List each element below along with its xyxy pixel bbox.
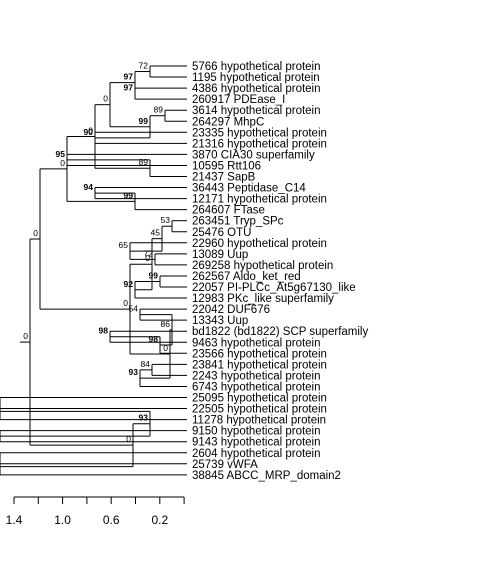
leaf-label: 11278 hypothetical protein bbox=[192, 415, 326, 427]
bootstrap-value: 86 bbox=[161, 319, 171, 329]
bootstrap-value: 65 bbox=[119, 240, 129, 250]
leaf-label: 2243 hypothetical protein bbox=[192, 370, 321, 382]
leaf-label: 25095 hypothetical protein bbox=[192, 393, 327, 405]
leaf-label: 23841 hypothetical protein bbox=[192, 359, 327, 371]
bootstrap-value: 99 bbox=[149, 270, 159, 280]
bootstrap-value: 0 bbox=[163, 343, 168, 353]
leaf-label: 13089 Uup bbox=[192, 249, 248, 261]
bootstrap-value: 0 bbox=[23, 331, 28, 341]
leaf-label: 264607 FTase bbox=[192, 205, 265, 217]
leaf-label: 12983 PKc_like superfamily bbox=[192, 293, 334, 305]
leaf-label: 38845 ABCC_MRP_domain2 bbox=[192, 470, 341, 482]
leaf-label: 4386 hypothetical protein bbox=[192, 83, 321, 95]
bootstrap-values: 7297978990990958909499053726545999205498… bbox=[0, 61, 170, 466]
tree-branches bbox=[0, 65, 187, 476]
bootstrap-value: 94 bbox=[84, 182, 94, 192]
bootstrap-value: 98 bbox=[99, 326, 109, 336]
leaf-label: 22505 hypothetical protein bbox=[192, 404, 327, 416]
bootstrap-value: 0 bbox=[145, 253, 150, 263]
bootstrap-value: 84 bbox=[141, 359, 151, 369]
leaf-label: 3870 CIA30 superfamily bbox=[192, 149, 315, 161]
axis-tick-label: 1.4 bbox=[6, 513, 23, 527]
bootstrap-value: 93 bbox=[129, 367, 139, 377]
bootstrap-value: 92 bbox=[124, 279, 134, 289]
leaf-label: 2604 hypothetical protein bbox=[192, 448, 321, 460]
bootstrap-value: 45 bbox=[151, 228, 161, 238]
leaf-label: 22042 DUF676 bbox=[192, 304, 270, 316]
bootstrap-value: 0 bbox=[126, 434, 131, 444]
leaf-label: 9143 hypothetical protein bbox=[192, 437, 321, 449]
scale-axis: 1.4 1.0 0.6 0.2 bbox=[6, 496, 185, 527]
bootstrap-value: 54 bbox=[129, 304, 139, 314]
leaf-label: 21437 SapB bbox=[192, 172, 256, 184]
bootstrap-value: 0 bbox=[33, 228, 38, 238]
leaf-label: 9463 hypothetical protein bbox=[192, 337, 321, 349]
leaf-label: 10595 Rtt106 bbox=[192, 160, 261, 172]
bootstrap-value: 89 bbox=[154, 105, 164, 115]
bootstrap-value: 97 bbox=[124, 72, 134, 82]
bootstrap-value: 93 bbox=[139, 413, 149, 423]
leaf-label: 22057 PI-PLCc_At5g67130_like bbox=[192, 282, 356, 294]
leaf-label: 23566 hypothetical protein bbox=[192, 348, 327, 360]
leaf-label: bd1822 (bd1822) SCP superfamily bbox=[192, 326, 368, 338]
bootstrap-value: 98 bbox=[149, 334, 159, 344]
bootstrap-value: 97 bbox=[124, 83, 134, 93]
leaf-label: 13343 Uup bbox=[192, 315, 248, 327]
leaf-label: 23335 hypothetical protein bbox=[192, 127, 327, 139]
leaf-label: 264297 MhpC bbox=[192, 116, 264, 128]
axis-tick-label: 0.2 bbox=[151, 513, 168, 527]
leaf-label: 6743 hypothetical protein bbox=[192, 381, 321, 393]
leaf-label: 3614 hypothetical protein bbox=[192, 105, 321, 117]
leaf-label: 25739 vWFA bbox=[192, 459, 258, 471]
leaf-label: 5766 hypothetical protein bbox=[192, 61, 321, 73]
bootstrap-value: 53 bbox=[161, 215, 171, 225]
leaf-label: 36443 Peptidase_C14 bbox=[192, 183, 306, 195]
bootstrap-value: 99 bbox=[124, 190, 134, 200]
leaf-label: 25476 OTU bbox=[192, 227, 251, 239]
bootstrap-value: 99 bbox=[139, 116, 149, 126]
bootstrap-value: 0 bbox=[103, 94, 108, 104]
leaf-label: 260917 PDEase_I bbox=[192, 94, 285, 106]
leaf-label: 262567 Aldo_ket_red bbox=[192, 271, 301, 283]
bootstrap-value: 72 bbox=[139, 61, 149, 71]
leaf-label: 263451 Tryp_SPc bbox=[192, 216, 284, 228]
bootstrap-value: 0 bbox=[123, 298, 128, 308]
bootstrap-value: 0 bbox=[60, 158, 65, 168]
leaf-label: 269258 hypothetical protein bbox=[192, 260, 333, 272]
bootstrap-value: 90 bbox=[84, 127, 94, 137]
leaf-label: 1195 hypothetical protein bbox=[192, 72, 320, 84]
leaf-label: 21316 hypothetical protein bbox=[192, 138, 327, 150]
axis-tick-label: 1.0 bbox=[54, 513, 71, 527]
axis-tick-label: 0.6 bbox=[103, 513, 120, 527]
leaf-label: 9150 hypothetical protein bbox=[192, 426, 321, 438]
bootstrap-value: 89 bbox=[139, 157, 149, 167]
bootstrap-value: 95 bbox=[56, 149, 66, 159]
leaf-label: 22960 hypothetical protein bbox=[192, 238, 327, 250]
bootstrap-value: 72 bbox=[144, 248, 154, 258]
leaf-label: 12171 hypothetical protein bbox=[192, 194, 327, 206]
bootstrap-value: 0 bbox=[88, 125, 93, 135]
